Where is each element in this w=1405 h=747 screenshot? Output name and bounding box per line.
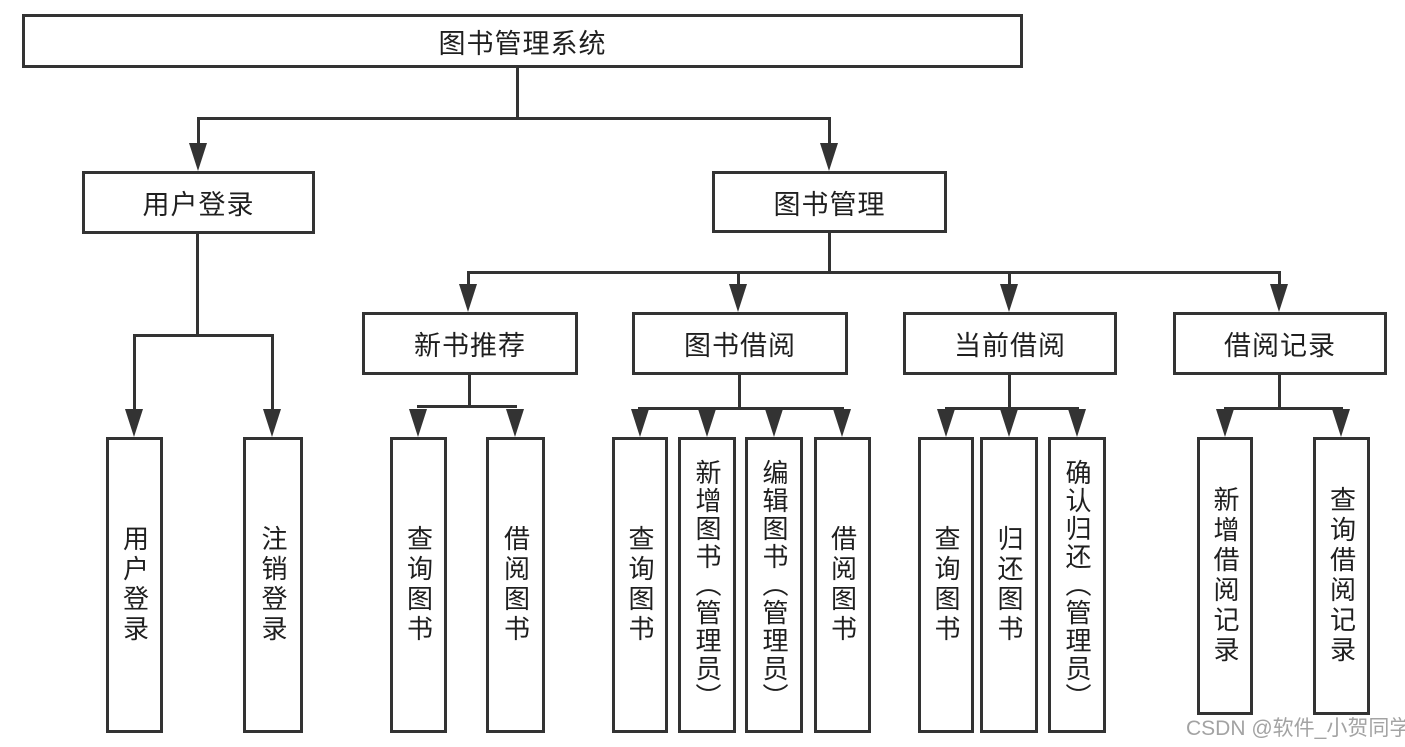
arrowhead-down: [1000, 409, 1018, 437]
node-query-books-recommend: 查询图书: [390, 437, 447, 733]
node-label: 新增图书（管理员）: [692, 459, 722, 711]
node-label: 新增借阅记录: [1210, 486, 1240, 666]
arrowhead-down: [189, 143, 207, 171]
node-add-borrow-record: 新增借阅记录: [1197, 437, 1253, 715]
node-current-borrowing: 当前借阅: [903, 312, 1117, 375]
node-confirm-return-admin: 确认归还（管理员）: [1048, 437, 1106, 733]
node-borrow-books-recommend: 借阅图书: [486, 437, 545, 733]
arrowhead-down: [459, 284, 477, 312]
node-label: 图书管理系统: [438, 28, 607, 59]
node-label: 用户登录: [119, 525, 150, 645]
node-query-books-borrowing: 查询图书: [612, 437, 668, 733]
node-label: 查询图书: [625, 525, 655, 645]
node-label: 用户登录: [142, 190, 255, 220]
connector-line-h: [133, 334, 274, 337]
connector-line-v: [828, 233, 831, 273]
connector-line-v: [1278, 273, 1281, 286]
node-edit-books-admin: 编辑图书（管理员）: [745, 437, 803, 733]
connector-line-h: [945, 407, 1079, 410]
connector-line-v: [468, 375, 471, 407]
arrowhead-down: [1270, 284, 1288, 312]
node-library-management-system: 图书管理系统: [22, 14, 1023, 68]
node-label: 归还图书: [994, 525, 1024, 645]
connector-line-h: [1224, 407, 1343, 410]
connector-line-v: [738, 375, 741, 409]
node-user-login: 用户登录: [82, 171, 315, 234]
arrowhead-down: [698, 409, 716, 437]
node-logout: 注销登录: [243, 437, 303, 733]
arrowhead-down: [729, 284, 747, 312]
node-query-books-current: 查询图书: [918, 437, 974, 733]
connector-line-v: [516, 66, 519, 119]
connector-line-h: [417, 405, 517, 408]
node-label: 查询图书: [403, 525, 434, 645]
node-label: 图书借阅: [684, 331, 796, 361]
node-label: 借阅图书: [827, 525, 858, 645]
node-label: 查询图书: [931, 525, 961, 645]
node-new-book-recommend: 新书推荐: [362, 312, 578, 375]
connector-line-v: [1278, 375, 1281, 409]
node-label: 当前借阅: [954, 331, 1066, 361]
connector-line-h: [467, 271, 1281, 274]
arrowhead-down: [1216, 409, 1234, 437]
connector-line-v: [133, 336, 136, 412]
connector-line-v: [197, 119, 200, 149]
arrowhead-down: [820, 143, 838, 171]
connector-line-v: [271, 336, 274, 412]
connector-line-v: [196, 234, 199, 336]
node-label: 借阅图书: [500, 525, 531, 645]
arrowhead-down: [631, 409, 649, 437]
node-label: 借阅记录: [1224, 331, 1336, 361]
arrowhead-down: [937, 409, 955, 437]
node-return-books: 归还图书: [980, 437, 1038, 733]
node-add-books-admin: 新增图书（管理员）: [678, 437, 736, 733]
node-label: 编辑图书（管理员）: [759, 459, 789, 711]
arrowhead-down: [263, 409, 281, 437]
arrowhead-down: [1000, 284, 1018, 312]
arrowhead-down: [1068, 409, 1086, 437]
arrowhead-down: [409, 409, 427, 437]
node-query-borrow-record: 查询借阅记录: [1313, 437, 1370, 715]
connector-line-v: [828, 119, 831, 149]
node-label: 新书推荐: [414, 331, 526, 361]
connector-line-v: [1008, 273, 1011, 286]
arrowhead-down: [833, 409, 851, 437]
node-borrowing-records: 借阅记录: [1173, 312, 1387, 375]
arrowhead-down: [125, 409, 143, 437]
node-user-login-leaf: 用户登录: [106, 437, 163, 733]
node-book-management: 图书管理: [712, 171, 947, 233]
watermark-text: CSDN @软件_小贺同学: [1186, 717, 1405, 740]
arrowhead-down: [1332, 409, 1350, 437]
arrowhead-down: [506, 409, 524, 437]
node-label: 确认归还（管理员）: [1062, 459, 1092, 711]
node-label: 图书管理: [773, 189, 886, 220]
connector-line-v: [1008, 375, 1011, 409]
connector-line-v: [467, 273, 470, 286]
node-label: 查询借阅记录: [1326, 486, 1357, 666]
connector-line-h: [197, 117, 831, 120]
node-borrow-books: 借阅图书: [814, 437, 871, 733]
arrowhead-down: [765, 409, 783, 437]
connector-line-v: [737, 273, 740, 286]
node-label: 注销登录: [258, 525, 288, 645]
node-book-borrowing: 图书借阅: [632, 312, 848, 375]
connector-line-h: [638, 407, 844, 410]
